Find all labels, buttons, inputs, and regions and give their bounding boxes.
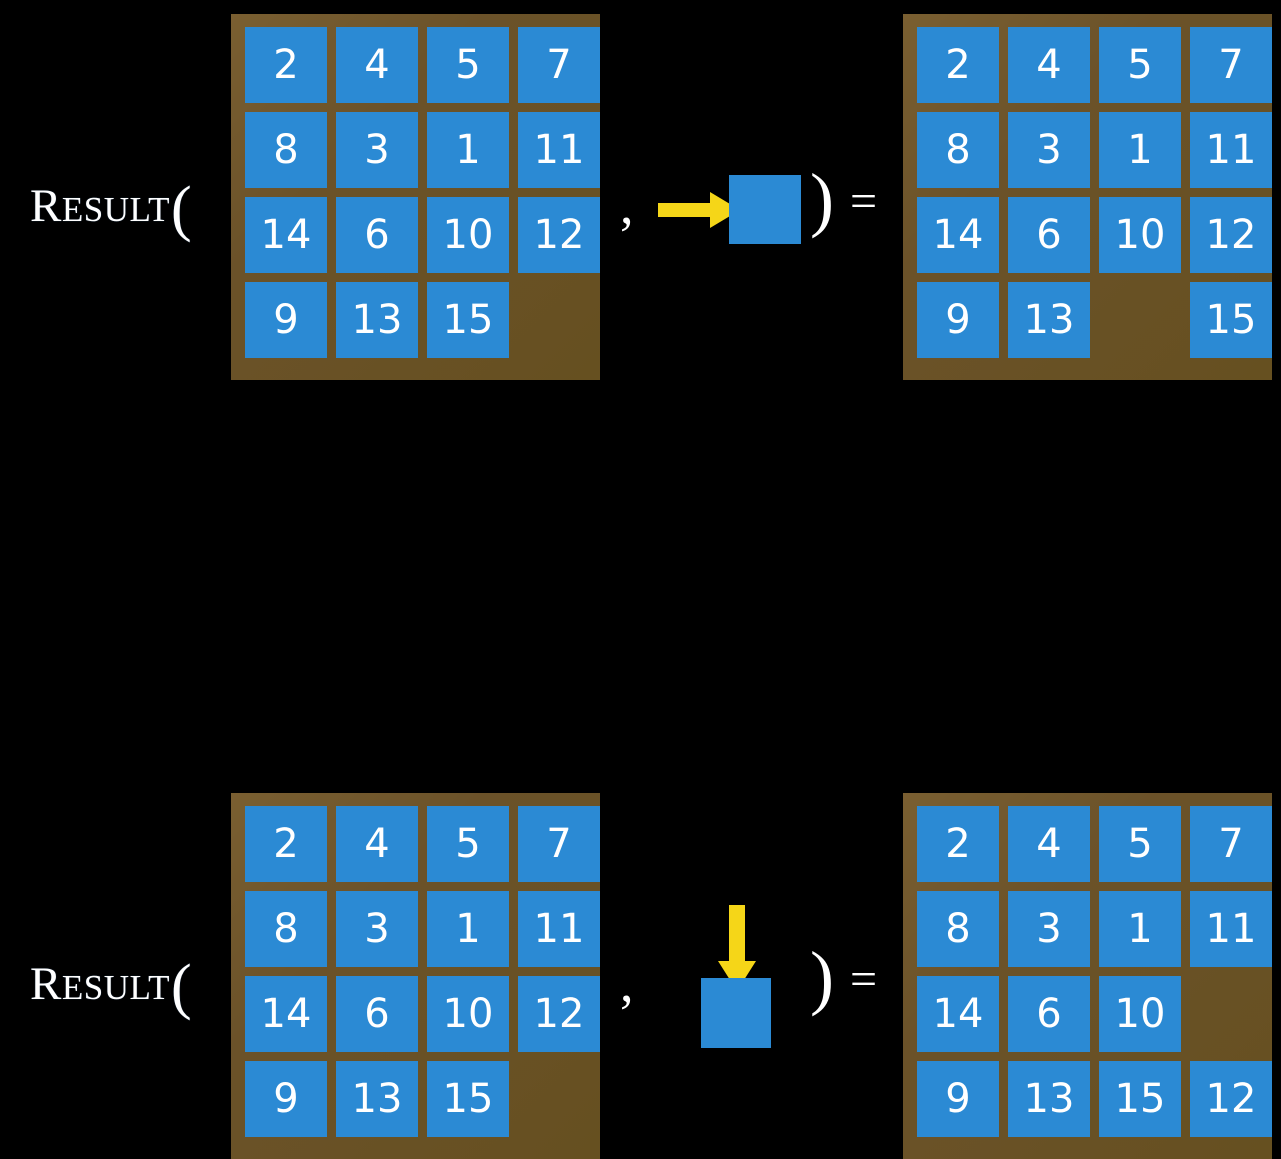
- puzzle-tile[interactable]: 5: [1099, 806, 1181, 882]
- puzzle-tile[interactable]: 9: [245, 1061, 327, 1137]
- puzzle-tile[interactable]: 7: [518, 806, 600, 882]
- puzzle-tile[interactable]: 3: [1008, 112, 1090, 188]
- puzzle-tile[interactable]: 11: [1190, 112, 1272, 188]
- puzzle-tile[interactable]: 7: [518, 27, 600, 103]
- moving-tile-top[interactable]: [729, 175, 801, 244]
- close-paren-top: ): [810, 159, 834, 239]
- result-label-cap-bottom: R: [30, 958, 62, 1010]
- puzzle-tile[interactable]: 12: [1190, 197, 1272, 273]
- moving-tile-bottom[interactable]: [701, 978, 771, 1048]
- puzzle-tile[interactable]: 10: [1099, 197, 1181, 273]
- puzzle-tile[interactable]: 11: [518, 891, 600, 967]
- puzzle-tile[interactable]: 3: [336, 891, 418, 967]
- puzzle-tile[interactable]: 4: [1008, 806, 1090, 882]
- puzzle-tile[interactable]: 4: [1008, 27, 1090, 103]
- puzzle-tile[interactable]: 15: [427, 282, 509, 358]
- puzzle-tile[interactable]: 15: [1099, 1061, 1181, 1137]
- puzzle-tile[interactable]: 10: [1099, 976, 1181, 1052]
- puzzle-tile[interactable]: 6: [336, 976, 418, 1052]
- result-function-label-top: RESULT(: [30, 170, 192, 240]
- puzzle-tile[interactable]: 5: [427, 806, 509, 882]
- puzzle-tile[interactable]: 1: [427, 891, 509, 967]
- puzzle-tile[interactable]: 4: [336, 27, 418, 103]
- arrow-right-icon: [658, 192, 740, 228]
- puzzle-tile[interactable]: 6: [1008, 976, 1090, 1052]
- puzzle-tile[interactable]: 12: [518, 976, 600, 1052]
- puzzle-tile[interactable]: 8: [917, 891, 999, 967]
- puzzle-tile[interactable]: 14: [917, 197, 999, 273]
- result-label-smallcaps-bottom: ESULT: [61, 968, 171, 1007]
- puzzle-tile[interactable]: 6: [1008, 197, 1090, 273]
- puzzle-tile[interactable]: 5: [1099, 27, 1181, 103]
- puzzle-tile[interactable]: 14: [917, 976, 999, 1052]
- puzzle-tile[interactable]: 3: [1008, 891, 1090, 967]
- puzzle-tile[interactable]: 12: [1190, 1061, 1272, 1137]
- puzzle-tile[interactable]: 14: [245, 197, 327, 273]
- puzzle-tile[interactable]: 8: [245, 112, 327, 188]
- equals-sign-bottom: =: [850, 953, 878, 1006]
- puzzle-tile[interactable]: 8: [917, 112, 999, 188]
- puzzle-tile[interactable]: 10: [427, 197, 509, 273]
- puzzle-tile[interactable]: 11: [518, 112, 600, 188]
- puzzle-tile[interactable]: 5: [427, 27, 509, 103]
- puzzle-tile[interactable]: 10: [427, 976, 509, 1052]
- puzzle-tile[interactable]: 11: [1190, 891, 1272, 967]
- puzzle-tile[interactable]: 13: [336, 1061, 418, 1137]
- puzzle-tile[interactable]: 9: [917, 1061, 999, 1137]
- puzzle-tile[interactable]: 8: [245, 891, 327, 967]
- puzzle-tile[interactable]: 1: [427, 112, 509, 188]
- puzzle-tile[interactable]: 2: [245, 806, 327, 882]
- equals-sign-top: =: [850, 175, 878, 228]
- puzzle-tile[interactable]: 15: [427, 1061, 509, 1137]
- puzzle-tile[interactable]: 3: [336, 112, 418, 188]
- puzzle-tile[interactable]: 6: [336, 197, 418, 273]
- puzzle-tile[interactable]: 2: [917, 27, 999, 103]
- puzzle-tile[interactable]: 9: [245, 282, 327, 358]
- puzzle-tile[interactable]: 12: [518, 197, 600, 273]
- open-paren-top: (: [171, 175, 193, 243]
- puzzle-tile[interactable]: 13: [336, 282, 418, 358]
- puzzle-tile[interactable]: 15: [1190, 282, 1272, 358]
- puzzle-tile[interactable]: 4: [336, 806, 418, 882]
- puzzle-tile[interactable]: 2: [245, 27, 327, 103]
- puzzle-tile[interactable]: 2: [917, 806, 999, 882]
- puzzle-tile[interactable]: 1: [1099, 891, 1181, 967]
- open-paren-bottom: (: [171, 953, 193, 1021]
- result-label-smallcaps-top: ESULT: [61, 190, 171, 229]
- puzzle-tile[interactable]: 13: [1008, 282, 1090, 358]
- puzzle-tile[interactable]: 7: [1190, 806, 1272, 882]
- puzzle-tile[interactable]: 1: [1099, 112, 1181, 188]
- close-paren-bottom: ): [810, 937, 834, 1017]
- puzzle-tile[interactable]: 9: [917, 282, 999, 358]
- argument-separator-comma-bottom: ,: [620, 953, 634, 1013]
- puzzle-tile[interactable]: 7: [1190, 27, 1272, 103]
- puzzle-tile[interactable]: 13: [1008, 1061, 1090, 1137]
- puzzle-tile[interactable]: 14: [245, 976, 327, 1052]
- argument-separator-comma-top: ,: [620, 175, 634, 235]
- result-function-label-bottom: RESULT(: [30, 948, 192, 1018]
- result-label-cap-top: R: [30, 180, 62, 232]
